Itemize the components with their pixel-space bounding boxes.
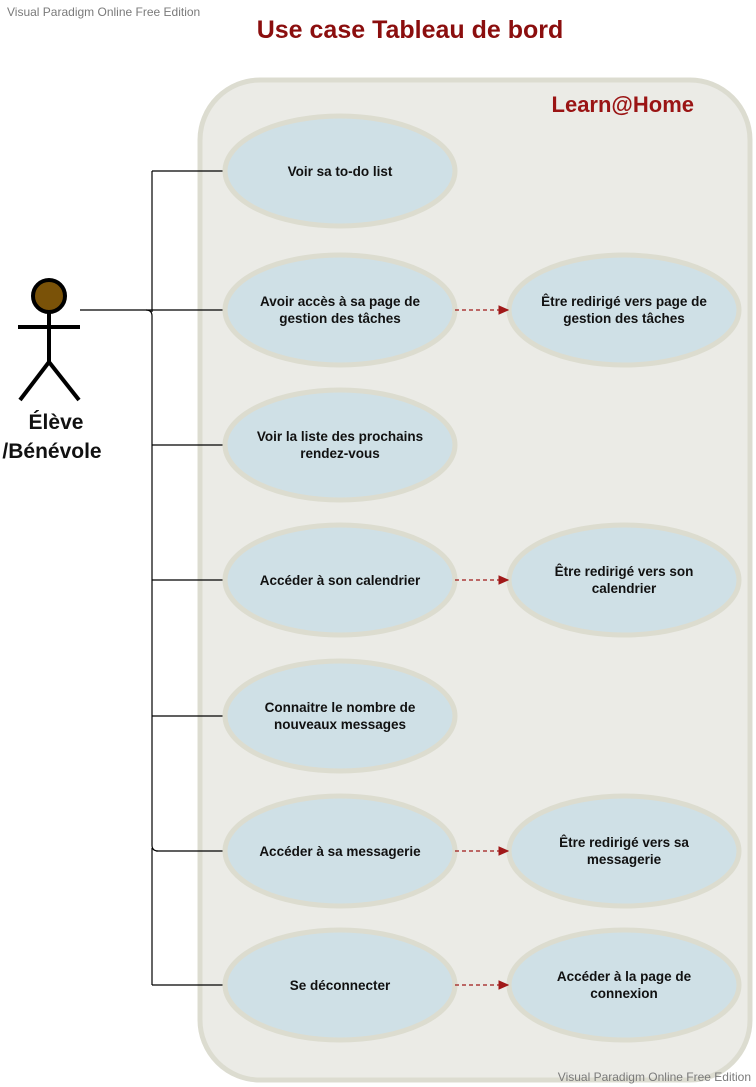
system-name: Learn@Home <box>551 92 694 117</box>
actor-label: Élève /Bénévole <box>0 408 112 466</box>
watermark-bottom: Visual Paradigm Online Free Edition <box>557 1070 751 1084</box>
watermark-top: Visual Paradigm Online Free Edition <box>7 5 201 19</box>
extension-label-ext6: Être redirigé vers sa messagerie <box>559 835 689 867</box>
extension-arrows <box>455 305 510 990</box>
actor-head <box>31 278 67 314</box>
use-case-label-uc2: Avoir accès à sa page de gestion des tâc… <box>259 294 421 326</box>
actor-label-line2: /Bénévole <box>2 440 102 463</box>
use-case-uc1[interactable] <box>222 113 458 229</box>
use-case-label-uc6: Accéder à sa messagerie <box>259 843 421 859</box>
use-case-uc3[interactable] <box>222 387 458 503</box>
diagram-title: Use case Tableau de bord <box>256 16 564 44</box>
use-case-label-uc5: Connaitre le nombre de nouveaux messages <box>264 700 416 732</box>
use-case-ellipses <box>222 113 742 1043</box>
use-case-label-uc3: Voir la liste des prochains rendez-vous <box>256 429 424 461</box>
use-case-label-uc7: Se déconnecter <box>289 977 391 993</box>
actor-figure[interactable] <box>18 278 81 402</box>
extension-label-ext4: Être redirigé vers son calendrier <box>554 564 694 596</box>
extension-label-ext2: Être redirigé vers page de gestion des t… <box>541 294 707 326</box>
use-case-label-uc4: Accéder à son calendrier <box>259 572 421 588</box>
use-case-label-uc1: Voir sa to-do list <box>287 163 393 179</box>
associations <box>80 170 226 986</box>
use-case-uc5[interactable] <box>222 658 458 774</box>
association-trunk <box>80 309 159 852</box>
actor-label-line1: Élève <box>28 411 84 434</box>
extension-label-ext7: Accéder à la page de connexion <box>556 969 692 1001</box>
